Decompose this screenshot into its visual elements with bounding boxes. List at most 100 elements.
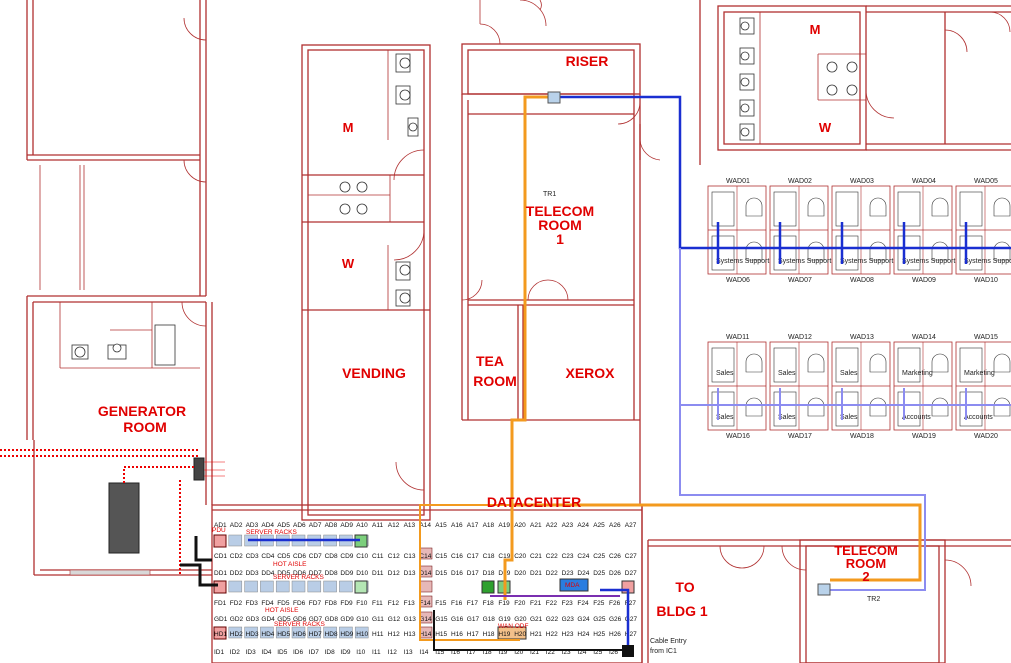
- work-area-label: WAD08: [850, 277, 874, 284]
- grid-label: HD4: [261, 631, 274, 638]
- work-area-label: WAD19: [912, 433, 936, 440]
- department-label: Accounts: [964, 414, 993, 421]
- grid-label: DD9: [340, 570, 353, 577]
- wan-odf-label: WAN ODF: [498, 623, 528, 630]
- grid-label: A19: [498, 522, 510, 529]
- grid-label: CD7: [309, 553, 322, 560]
- grid-label: H27: [625, 631, 637, 638]
- grid-label: DD8: [325, 570, 338, 577]
- desk: [959, 347, 983, 383]
- center-toilets: [339, 53, 419, 307]
- grid-label: D18: [483, 570, 495, 577]
- chair: [807, 353, 825, 373]
- grid-label: H13: [404, 631, 416, 638]
- work-area-label: WAD16: [726, 433, 750, 440]
- work-area-label: WAD05: [974, 178, 998, 185]
- work-area-label: WAD03: [850, 178, 874, 185]
- rack: [275, 626, 290, 639]
- rack: [323, 626, 337, 639]
- grid-label: D14: [419, 570, 431, 577]
- work-area-label: WAD06: [726, 277, 750, 284]
- grid-label: H16: [451, 631, 463, 638]
- grid-label: G26: [609, 616, 622, 623]
- grid-label: GD8: [325, 616, 339, 623]
- chair: [993, 197, 1011, 217]
- grid-label: HD2: [230, 631, 243, 638]
- grid-label: D11: [372, 570, 384, 577]
- pdu-rack: [213, 626, 227, 640]
- rack: [339, 580, 353, 593]
- grid-label: C24: [577, 553, 589, 560]
- department-label: Sales: [778, 414, 796, 421]
- grid-label: DD3: [246, 570, 259, 577]
- grid-label: G13: [404, 616, 417, 623]
- grid-label: D24: [577, 570, 589, 577]
- work-area-label: WAD11: [726, 334, 749, 341]
- grid-label: H11: [372, 631, 384, 638]
- grid-label: D23: [562, 570, 574, 577]
- grid-label: ID4: [261, 649, 272, 656]
- grid-label: CD4: [261, 553, 274, 560]
- work-area-label: WAD01: [726, 178, 750, 185]
- grid-label: C26: [609, 553, 621, 560]
- grid-label: G27: [625, 616, 638, 623]
- telecom-room-2-line1: TELECOM: [834, 543, 898, 558]
- pdu-rack: [213, 534, 227, 548]
- generator-room-line1: GENERATOR: [98, 403, 186, 419]
- desk: [711, 347, 735, 383]
- grid-label: H20: [514, 631, 526, 638]
- department-label: Marketing: [964, 370, 995, 377]
- grid-label: F25: [593, 600, 605, 607]
- grid-label: H14: [419, 631, 431, 638]
- grid-label: HD9: [340, 631, 353, 638]
- desk: [773, 347, 797, 383]
- grid-label: GD6: [293, 616, 307, 623]
- grid-label: ID6: [293, 649, 304, 656]
- grid-label: C13: [404, 553, 416, 560]
- grid-label: ID7: [309, 649, 320, 656]
- rack: [275, 580, 290, 593]
- generator-equipment: [108, 457, 225, 554]
- grid-label: F11: [372, 600, 383, 607]
- restroom-fixtures-left: [71, 324, 176, 366]
- grid-label: I13: [404, 649, 413, 656]
- grid-label: AD4: [261, 522, 274, 529]
- grid-label: FD9: [340, 600, 353, 607]
- xerox-label: XEROX: [565, 365, 615, 381]
- grid-label: A24: [577, 522, 589, 529]
- work-area-label: WAD18: [850, 433, 874, 440]
- grid-label: I14: [419, 649, 428, 656]
- women-restroom-label: W: [342, 256, 355, 271]
- chair: [869, 353, 887, 373]
- work-area-label: WAD09: [912, 277, 936, 284]
- tea-room-line1: TEA: [476, 353, 504, 369]
- grid-label: D22: [546, 570, 558, 577]
- grid-label: A20: [514, 522, 526, 529]
- grid-label: CD3: [246, 553, 259, 560]
- grid-label: A13: [404, 522, 416, 529]
- work-area-label: WAD02: [788, 178, 812, 185]
- grid-label: H19: [498, 631, 510, 638]
- chair: [931, 353, 949, 373]
- rack: [291, 626, 306, 639]
- to-bldg-line1: TO: [675, 579, 694, 595]
- grid-label: F16: [451, 600, 463, 607]
- server-racks-label-1: SERVER RACKS: [246, 529, 297, 536]
- chair: [993, 397, 1011, 417]
- grid-label: D26: [609, 570, 621, 577]
- grid-label: GD9: [340, 616, 354, 623]
- grid-label: G19: [498, 616, 511, 623]
- grid-label: A21: [530, 522, 542, 529]
- grid-label: C11: [372, 553, 384, 560]
- grid-label: I21: [530, 649, 539, 656]
- desk: [959, 191, 983, 227]
- grid-label: F17: [467, 600, 479, 607]
- grid-label: I10: [356, 649, 365, 656]
- grid-label: A27: [625, 522, 637, 529]
- tr1-label: TR1: [543, 191, 556, 198]
- grid-label: AD5: [277, 522, 290, 529]
- odf-panel: [419, 580, 433, 593]
- grid-label: D16: [451, 570, 463, 577]
- desk: [835, 191, 859, 227]
- left-building-walls: [26, 0, 213, 576]
